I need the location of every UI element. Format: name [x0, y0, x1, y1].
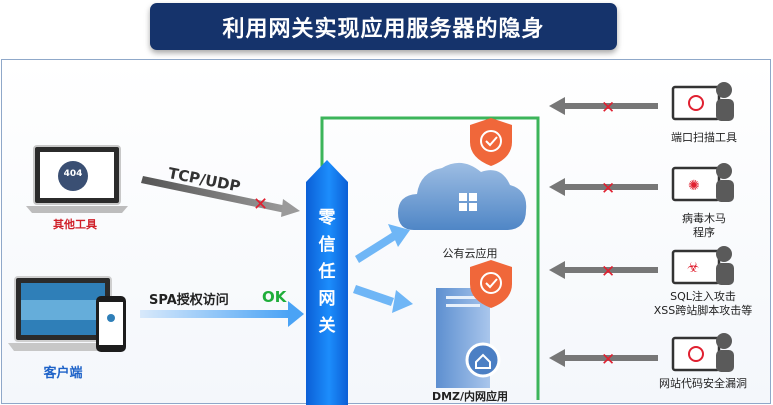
gateway-char: 零: [318, 208, 336, 228]
attack-label-virus: 病毒木马 程序: [682, 212, 726, 239]
cloud-app-label: 公有云应用: [442, 247, 498, 260]
spa-label: SPA授权访问: [149, 293, 229, 308]
dmz-app-label: DMZ/内网应用: [431, 390, 509, 403]
cloud-shield-icon: [470, 118, 512, 166]
screen-404-text: 404: [63, 169, 83, 179]
cross-icon: ✕: [601, 98, 615, 118]
sql-injection-monitor-icon: ☣: [671, 246, 734, 285]
cross-icon: ✕: [601, 262, 615, 282]
tcp-cross-icon: ✕: [253, 194, 268, 215]
attack-arrow-1: [549, 97, 658, 115]
page-title: 利用网关实现应用服务器的隐身: [222, 16, 545, 42]
port-scan-monitor-icon: [671, 82, 734, 121]
dmz-shield-icon: [470, 260, 512, 308]
cross-icon: ✕: [601, 350, 615, 370]
dmz-server-icon: [436, 288, 501, 388]
attack-label-code-vuln: 网站代码安全漏洞: [659, 377, 747, 390]
gateway-char: 信: [318, 235, 336, 255]
client-device-icon: [8, 276, 126, 352]
spa-arrow: [140, 301, 304, 327]
attack-arrow-3: [549, 261, 658, 279]
gateway-label: 零 信 任 网 关: [306, 205, 348, 340]
gateway-char: 网: [318, 289, 336, 309]
gateway-char: 关: [318, 316, 336, 336]
tcp-udp-arrow: [141, 176, 300, 217]
code-vuln-monitor-icon: [671, 333, 734, 372]
svg-text:✺: ✺: [688, 178, 700, 194]
cross-icon: ✕: [601, 179, 615, 199]
attack-arrow-2: [549, 178, 658, 196]
zero-trust-gateway: [306, 160, 348, 405]
virus-monitor-icon: ✺: [671, 163, 734, 202]
attack-label-sql-xss: SQL注入攻击 XSS跨站脚本攻击等: [653, 290, 753, 317]
attack-label-port-scan: 端口扫描工具: [671, 131, 737, 144]
cloud-icon: [398, 162, 527, 230]
gateway-char: 任: [318, 262, 336, 282]
client-label: 客户端: [43, 366, 83, 381]
gateway-to-dmz-arrow: [353, 285, 413, 313]
ok-label: OK: [262, 288, 287, 306]
other-tools-label: 其他工具: [53, 218, 97, 231]
attack-arrow-4: [549, 349, 658, 367]
gateway-to-cloud-arrow: [355, 224, 410, 263]
svg-text:☣: ☣: [687, 260, 700, 276]
other-tools-laptop-icon: [26, 145, 128, 213]
title-banner: 利用网关实现应用服务器的隐身: [150, 3, 617, 50]
